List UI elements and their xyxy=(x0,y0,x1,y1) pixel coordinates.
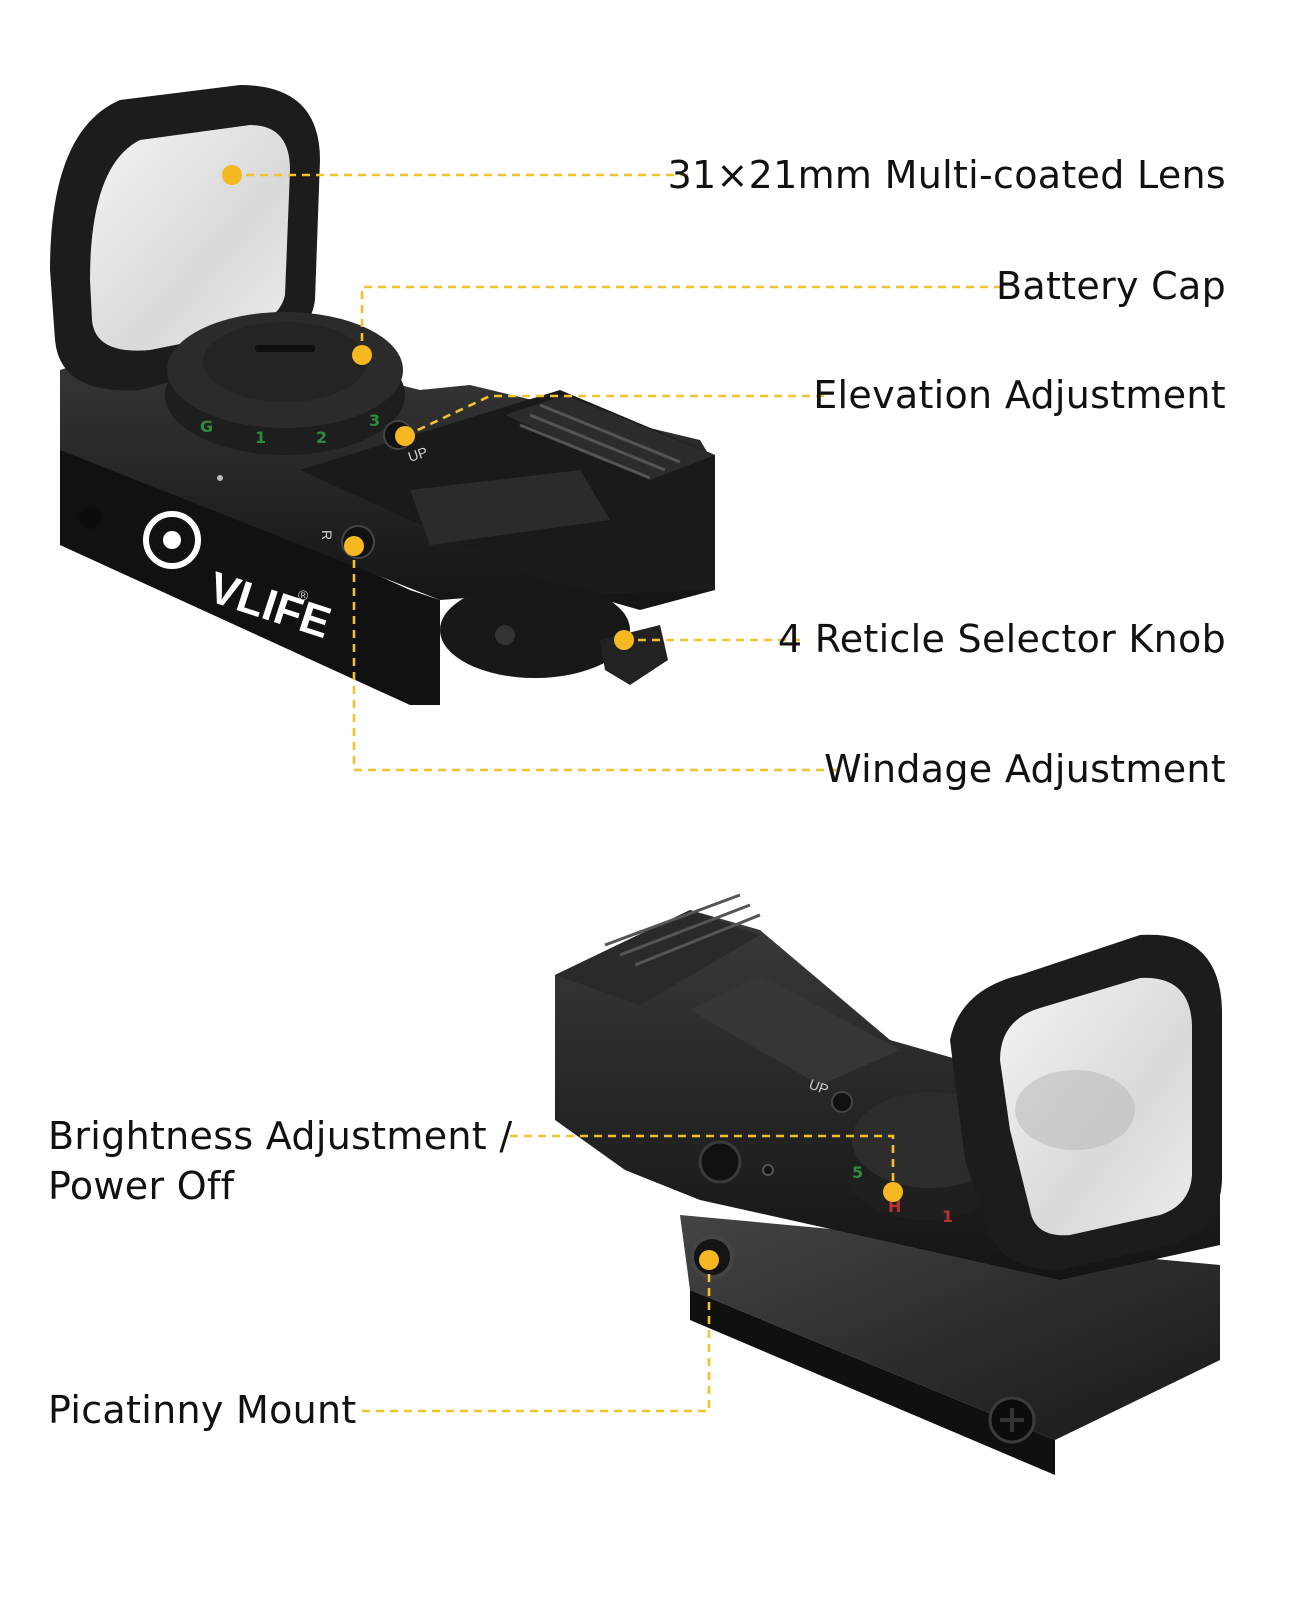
callout-battery-cap: Battery Cap xyxy=(996,264,1226,308)
leader-brightness xyxy=(510,1134,895,1192)
dial-label-1: 1 xyxy=(255,428,266,447)
dial-label-1-bottom: 1 xyxy=(942,1207,953,1226)
lens-glass-top xyxy=(90,125,290,351)
marker-reticle-knob xyxy=(614,630,634,650)
callout-brightness-line2: Power Off xyxy=(48,1164,235,1208)
callout-brightness-line1: Brightness Adjustment / xyxy=(48,1114,513,1158)
callout-lens: 31×21mm Multi-coated Lens xyxy=(667,153,1226,197)
dial-label-5: 5 xyxy=(852,1163,863,1182)
brightness-knob-side xyxy=(698,1140,742,1184)
dial-label-2: 2 xyxy=(316,428,327,447)
marker-lens xyxy=(222,165,242,185)
leader-windage xyxy=(352,546,838,772)
marker-mount xyxy=(699,1250,719,1270)
up-marking-bottom: UP xyxy=(807,1076,831,1098)
callout-windage-adjustment: Windage Adjustment xyxy=(824,747,1226,791)
picatinny-rail-top xyxy=(60,430,440,705)
leader-mount xyxy=(362,1260,711,1413)
bottom-sight-illustration: 5 H 1 UP xyxy=(555,893,1222,1475)
marker-windage xyxy=(344,536,364,556)
marker-brightness xyxy=(883,1182,903,1202)
dial-label-g: G xyxy=(200,417,213,436)
registered-mark: ® xyxy=(298,587,309,603)
top-sight-illustration: G 1 2 3 UP R VLIFE ® xyxy=(50,85,715,705)
callout-elevation-adjustment: Elevation Adjustment xyxy=(813,373,1226,417)
callout-picatinny-mount: Picatinny Mount xyxy=(48,1388,357,1432)
marker-battery-cap xyxy=(352,345,372,365)
r-marking: R xyxy=(319,530,335,540)
marker-elevation xyxy=(395,426,415,446)
up-marking-top: UP xyxy=(406,444,429,465)
leader-elevation xyxy=(404,394,828,438)
leader-battery-cap xyxy=(360,285,1008,355)
reticle-housing xyxy=(440,582,630,678)
leader-lines xyxy=(222,165,1008,1413)
dial-label-3: 3 xyxy=(369,411,380,430)
callout-reticle-selector-knob: 4 Reticle Selector Knob xyxy=(777,617,1226,661)
